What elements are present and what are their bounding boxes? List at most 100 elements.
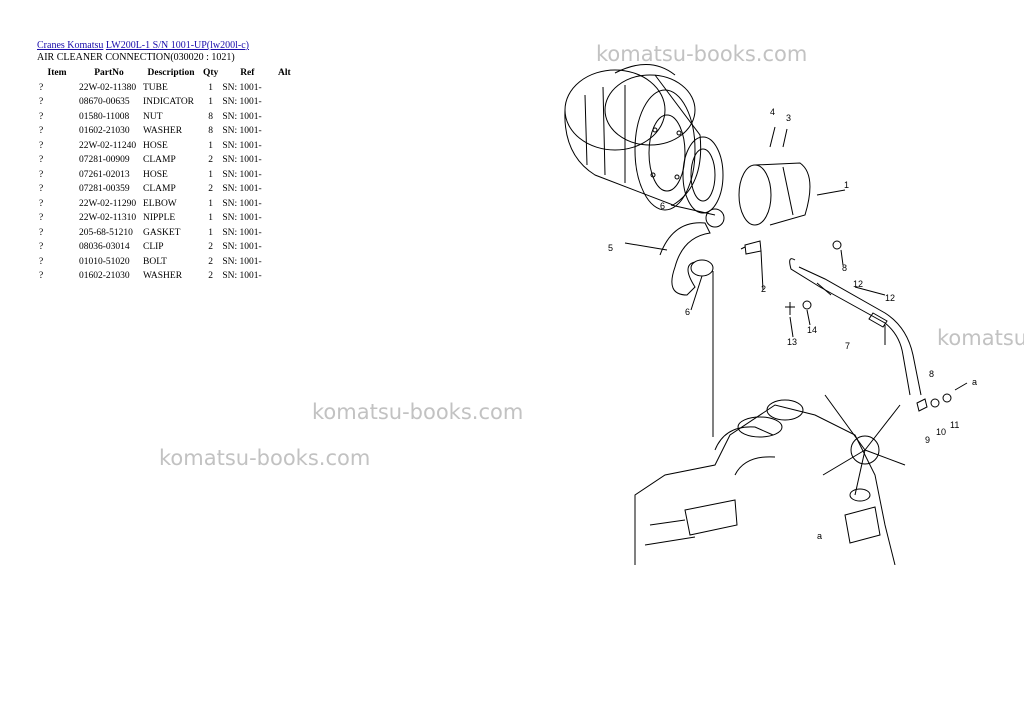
hose-drawing xyxy=(659,222,711,296)
cell-qty: 2 xyxy=(208,184,214,194)
clip-drawing xyxy=(816,282,832,296)
col-header-description: Description xyxy=(147,68,195,78)
cell-alt xyxy=(274,124,294,139)
cell-ref: SN: 1001- xyxy=(222,213,262,223)
callout-label: 2 xyxy=(761,284,766,294)
page-title: AIR CLEANER CONNECTION(030020 : 1021) xyxy=(37,52,235,63)
cell-qty: 2 xyxy=(208,271,214,281)
nut-drawing xyxy=(930,398,940,408)
cell-description: TUBE xyxy=(143,82,168,93)
cell-item: ? xyxy=(39,242,44,252)
cell-item: ? xyxy=(39,82,44,93)
cell-ref: SN: 1001- xyxy=(222,140,262,151)
cell-description: CLIP xyxy=(143,242,164,252)
callout-label: 13 xyxy=(787,337,797,347)
cell-alt xyxy=(274,226,294,241)
cell-partno: 08036-03014 xyxy=(79,242,130,252)
cell-item: ? xyxy=(39,140,44,151)
callout-label: 7 xyxy=(845,341,850,351)
callout-label: 11 xyxy=(950,420,959,430)
cell-partno: 01010-51020 xyxy=(79,256,130,267)
cell-ref: SN: 1001- xyxy=(222,198,262,209)
callout-label: a xyxy=(972,377,977,387)
watermark: komatsu-books.com xyxy=(159,446,371,470)
cell-partno: 22W-02-11240 xyxy=(79,140,137,151)
clamp-drawing xyxy=(705,208,725,228)
cell-alt xyxy=(274,168,294,183)
cell-qty: 1 xyxy=(208,140,214,151)
cell-item: ? xyxy=(39,155,44,165)
breadcrumb-link-cranes-komatsu[interactable]: Cranes Komatsu xyxy=(37,40,104,51)
cell-alt xyxy=(274,95,294,110)
air-cleaner-drawing xyxy=(564,64,702,211)
cell-item: ? xyxy=(39,169,44,180)
breadcrumb-link-model[interactable]: LW200L-1 S/N 1001-UP(lw200l-c) xyxy=(105,40,250,51)
cell-ref: SN: 1001- xyxy=(222,126,262,136)
cell-description: HOSE xyxy=(143,140,168,151)
callout-label: 14 xyxy=(807,325,817,335)
parts-diagram: 1 2 3 4 5 6 6 7 8 8 9 10 11 12 12 13 14 … xyxy=(564,64,977,565)
callout-label: 8 xyxy=(929,369,934,379)
cell-description: INDICATOR xyxy=(143,97,195,107)
cell-ref: SN: 1001- xyxy=(222,184,262,194)
cell-ref: SN: 1001- xyxy=(222,242,262,252)
callout-label: 6 xyxy=(660,201,665,211)
cell-ref: SN: 1001- xyxy=(222,155,262,165)
callout-label: 12 xyxy=(853,279,863,289)
cell-alt xyxy=(274,81,294,96)
cell-partno: 07281-00909 xyxy=(79,155,130,165)
cell-item: ? xyxy=(39,97,44,107)
cell-partno: 22W-02-11380 xyxy=(79,82,137,93)
cell-alt xyxy=(274,255,294,270)
cell-description: WASHER xyxy=(143,126,183,136)
cell-item: ? xyxy=(39,198,44,209)
cell-partno: 08670-00635 xyxy=(79,97,130,107)
callout-label: 12 xyxy=(885,293,895,303)
callout-label: 10 xyxy=(936,427,946,437)
cell-alt xyxy=(274,139,294,154)
col-header-item: Item xyxy=(47,68,67,78)
cell-partno: 22W-02-11310 xyxy=(79,213,137,223)
washer-drawing xyxy=(802,300,812,310)
cell-description: NIPPLE xyxy=(143,213,176,223)
indicator-drawing xyxy=(740,240,762,255)
tube-drawing xyxy=(738,162,811,226)
col-header-qty: Qty xyxy=(203,68,219,78)
parts-table: Item PartNo Description Qty Ref Alt ?22W… xyxy=(37,66,294,284)
callout-label: 9 xyxy=(925,435,930,445)
cell-description: CLAMP xyxy=(143,155,176,165)
cell-ref: SN: 1001- xyxy=(222,271,262,281)
cell-ref: SN: 1001- xyxy=(222,256,262,267)
elbow-pipe-drawing xyxy=(789,258,922,396)
callout-label: 1 xyxy=(844,180,849,190)
elbow-fitting-drawing xyxy=(916,398,928,412)
cell-ref: SN: 1001- xyxy=(222,111,262,122)
watermark: komatsu-books.com xyxy=(312,400,524,424)
cell-description: BOLT xyxy=(143,256,167,267)
callout-label: 3 xyxy=(786,113,791,123)
cell-alt xyxy=(274,153,294,168)
cell-alt xyxy=(274,240,294,255)
cell-item: ? xyxy=(39,256,44,267)
cell-item: ? xyxy=(39,227,44,238)
cell-item: ? xyxy=(39,111,44,122)
cell-description: CLAMP xyxy=(143,184,176,194)
cell-partno: 01580-11008 xyxy=(79,111,130,122)
cell-item: ? xyxy=(39,213,44,223)
cell-qty: 1 xyxy=(208,198,214,209)
cell-description: WASHER xyxy=(143,271,183,281)
callout-label: 5 xyxy=(608,243,613,253)
gasket-drawing xyxy=(682,136,724,214)
cell-partno: 07261-02013 xyxy=(79,169,130,180)
cell-alt xyxy=(274,110,294,125)
